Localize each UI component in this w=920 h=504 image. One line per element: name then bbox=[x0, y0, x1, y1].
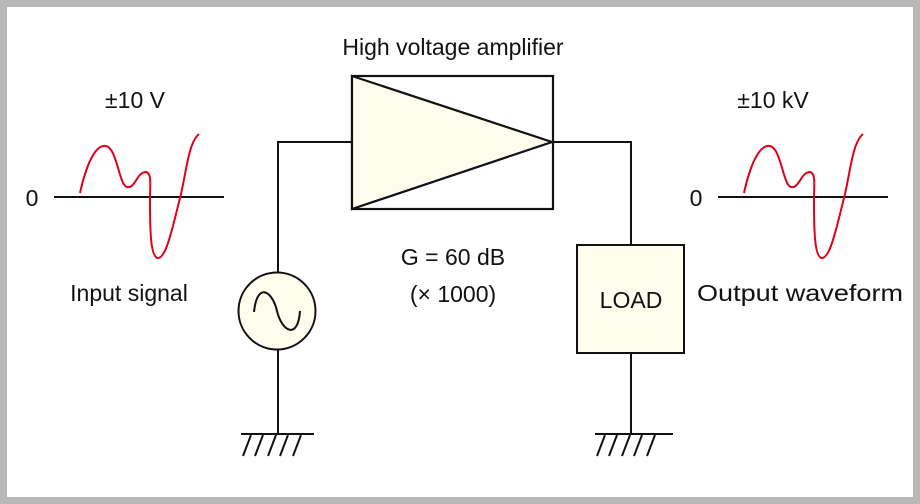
ground-icon bbox=[595, 433, 673, 457]
output-wire bbox=[553, 141, 632, 245]
output-zero-label: 0 bbox=[690, 185, 703, 211]
output-amplitude-label: ±10 kV bbox=[737, 87, 809, 113]
input-signal-curve bbox=[79, 133, 200, 260]
load-block: LOAD bbox=[576, 244, 685, 354]
gain-db-label: G = 60 dB bbox=[401, 244, 505, 270]
output-signal-curve bbox=[743, 133, 864, 260]
ground-icon bbox=[241, 433, 314, 457]
input-zero-label: 0 bbox=[26, 185, 39, 211]
output-waveform: ±10 kV 0 Output waveform bbox=[690, 87, 903, 306]
gain-ratio-label: (× 1000) bbox=[410, 281, 496, 307]
input-caption: Input signal bbox=[70, 280, 188, 306]
load-box bbox=[576, 244, 685, 354]
amplifier-title: High voltage amplifier bbox=[342, 34, 564, 60]
amplifier-block bbox=[350, 74, 556, 211]
input-waveform: ±10 V 0 Input signal bbox=[26, 87, 224, 306]
output-caption: Output waveform bbox=[697, 280, 903, 306]
load-label: LOAD bbox=[600, 287, 663, 313]
ac-source-icon bbox=[237, 271, 317, 351]
input-amplitude-label: ±10 V bbox=[105, 87, 166, 113]
input-wire bbox=[277, 141, 352, 273]
